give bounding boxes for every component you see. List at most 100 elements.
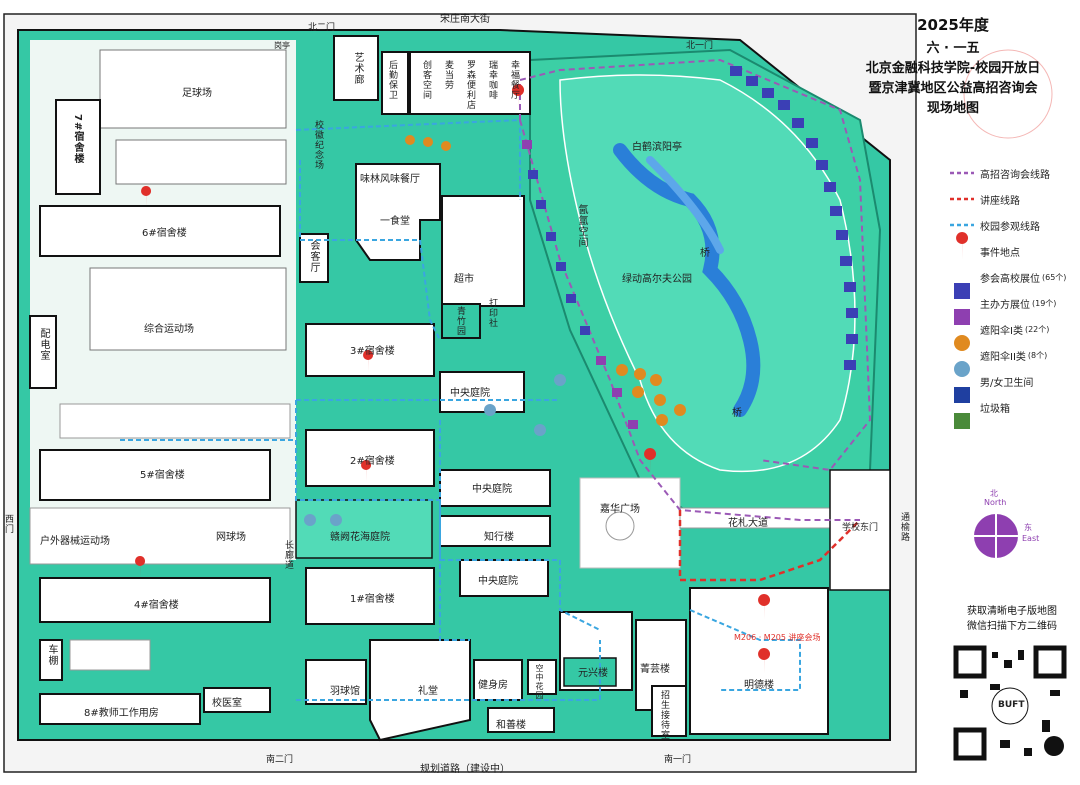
gate-west: 西门: [3, 514, 13, 534]
label-dorm7: 7#宿舍楼: [72, 114, 83, 165]
label-jizhi: 菁芸楼: [640, 664, 670, 675]
label-football: 足球场: [182, 88, 212, 99]
label-bridge1: 桥: [700, 248, 710, 259]
label-court-mid: 中央庭院: [450, 388, 490, 399]
label-fitness: 健身房: [478, 680, 508, 691]
legend-route-lecture: 讲座线路: [948, 186, 1076, 212]
booth-strip-east: [730, 66, 858, 370]
label-shop-1: 创客空间: [421, 60, 431, 100]
road-south: 规划道路（建设中）: [420, 764, 510, 775]
label-court-mid3: 中央庭院: [478, 576, 518, 587]
qr-line1: 获取清晰电子版地图: [967, 606, 1057, 617]
gate-north1: 北一门: [686, 41, 714, 51]
label-power: 配电室: [38, 328, 49, 361]
qr-logo: BUFT: [998, 700, 1025, 710]
booth-strip-west: [522, 140, 638, 429]
label-sports: 综合运动场: [144, 324, 194, 335]
long-corridor: 长廊道: [283, 540, 293, 570]
label-heshan: 和善楼: [496, 720, 526, 731]
compass-east-en: East: [1022, 534, 1040, 543]
qr-note: 获取清晰电子版地图 微信扫描下方二维码: [952, 604, 1072, 634]
label-zhixing: 知行楼: [484, 532, 514, 543]
label-canteen: 一食堂: [380, 216, 410, 227]
label-teacher: 8#教师工作用房: [84, 708, 159, 719]
label-golf: 绿动高尔夫公园: [622, 274, 692, 285]
legend-booth-univ: 参会高校展位(65个): [948, 264, 1076, 290]
legend-label: 主办方展位: [980, 299, 1030, 311]
label-plaza: 嘉华广场: [600, 504, 640, 515]
label-dorm3: 3#宿舍楼: [350, 346, 395, 357]
road-east: 通榆路: [899, 512, 909, 542]
label-sky-garden: 空中花园: [535, 664, 544, 700]
legend-label: 校园参观线路: [980, 221, 1040, 233]
legend-count: (19个): [1032, 298, 1057, 308]
title-year: 2025年度: [917, 16, 989, 34]
label-court-mid2: 中央庭院: [472, 484, 512, 495]
qr-line2: 微信扫描下方二维码: [967, 621, 1057, 632]
compass-east: 东: [1024, 523, 1032, 532]
gate-east: 学校东门: [842, 523, 879, 533]
legend-event: 事件地点: [948, 238, 1076, 264]
label-gym-outdoor: 户外器械运动场: [40, 536, 110, 547]
label-admission: 招生接待室: [659, 690, 669, 740]
legend-label: 讲座线路: [980, 195, 1020, 207]
legend: 高招咨询会线路 讲座线路 校园参观线路 事件地点 参会高校展位(65个) 主办方…: [948, 160, 1076, 420]
gate-south1: 南一门: [664, 755, 692, 765]
label-sand-space: 氤氲空间: [576, 204, 587, 248]
legend-count: (8个): [1027, 350, 1048, 360]
event-pins: [135, 84, 771, 674]
label-bridge2: 桥: [732, 408, 742, 419]
legend-symbols: [950, 171, 974, 429]
legend-label: 垃圾箱: [980, 403, 1010, 415]
label-shop-2: 麦当劳: [443, 60, 453, 90]
label-bamboo: 青竹园: [455, 306, 465, 336]
label-auditorium: 礼堂: [418, 686, 438, 697]
legend-trash: 垃圾箱: [948, 394, 1076, 420]
title-subevent: 暨京津冀地区公益高招咨询会: [868, 81, 1038, 96]
legend-label: 高招咨询会线路: [980, 169, 1050, 181]
map-title: 2025年度 六 · 一五 北京金融科技学院-校园开放日 暨京津冀地区公益高招咨…: [848, 14, 1058, 116]
label-yuanxing: 元兴楼: [578, 668, 608, 679]
legend-label: 参会高校展位: [980, 273, 1040, 285]
title-map: 现场地图: [926, 101, 979, 116]
legend-umbrella2: 遮阳伞II类(8个): [948, 342, 1076, 368]
legend-route-consult: 高招咨询会线路: [948, 160, 1076, 186]
compass-north-en: North: [984, 498, 1007, 507]
gate-north2: 北二门: [308, 23, 336, 33]
label-dorm4: 4#宿舍楼: [134, 600, 179, 611]
label-supermarket: 超市: [454, 274, 474, 285]
label-canteen-name: 味林风味餐厅: [360, 174, 420, 185]
label-shop-3: 罗森便利店: [465, 60, 475, 110]
label-garden: 赣阙花海庭院: [330, 532, 390, 543]
label-flower-road: 花札大道: [728, 518, 768, 529]
legend-label: 遮阳伞II类: [980, 351, 1026, 363]
label-badminton: 羽球馆: [330, 686, 360, 697]
compass-north: 北: [990, 489, 998, 498]
label-clinic: 校医室: [212, 698, 242, 709]
gate-south2: 南二门: [266, 755, 294, 765]
label-mingde: 明德楼: [744, 680, 774, 691]
legend-label: 事件地点: [980, 247, 1020, 259]
label-dorm2: 2#宿舍楼: [350, 456, 395, 467]
guard-booth: 岗亭: [274, 41, 290, 50]
title-event: 北京金融科技学院-校园开放日: [865, 61, 1041, 76]
qr-code: [948, 640, 1072, 766]
legend-count: (65个): [1042, 272, 1067, 282]
label-lake-pavilion: 白鹤滨阳亭: [632, 142, 682, 153]
legend-label: 男/女卫生间: [980, 377, 1034, 389]
label-garage: 车棚: [46, 644, 57, 666]
label-shop-4: 瑞幸咖啡: [487, 60, 497, 100]
legend-count: (22个): [1024, 324, 1050, 334]
label-dorm6: 6#宿舍楼: [142, 228, 187, 239]
legend-umbrella1: 遮阳伞I类(22个): [948, 316, 1076, 342]
compass-icon: [974, 514, 1018, 558]
legend-toilet: 男/女卫生间: [948, 368, 1076, 394]
road-north: 宋庄南大街: [440, 14, 490, 25]
legend-booth-host: 主办方展位(19个): [948, 290, 1076, 316]
label-tennis: 网球场: [216, 532, 246, 543]
label-shop-5: 幸福餐厅: [509, 60, 519, 100]
label-hall-m: M206 · M205 讲座会场: [734, 633, 821, 642]
legend-label: 遮阳伞I类: [980, 325, 1023, 337]
